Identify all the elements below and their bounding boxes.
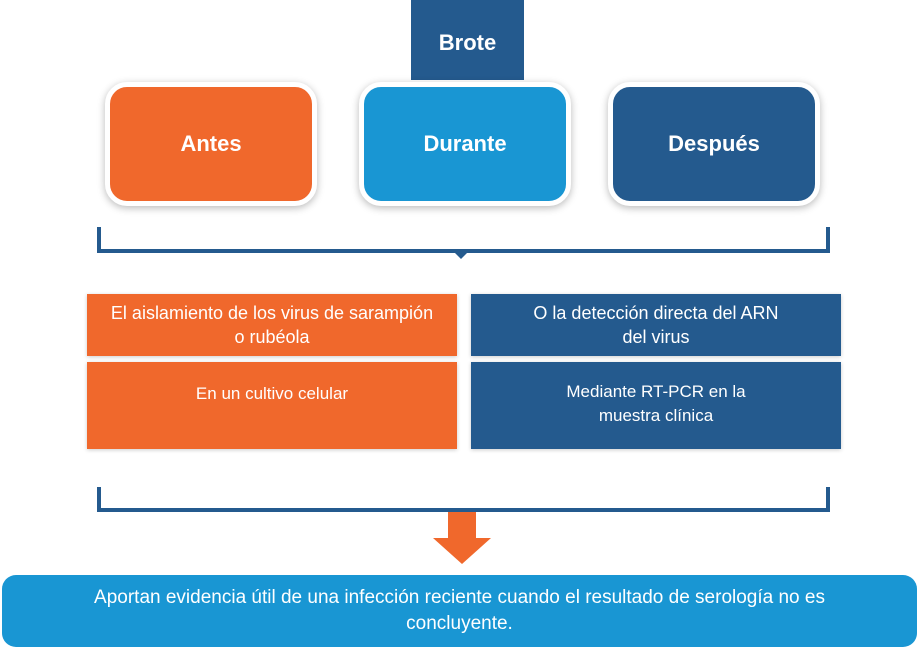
phase-despues-label: Después	[668, 131, 760, 156]
method-isolation-title-text: El aislamiento de los virus de sarampión…	[110, 303, 434, 347]
method-rna-detail: Mediante RT-PCR en la muestra clínica	[471, 362, 841, 449]
brote-label: Brote	[438, 30, 497, 55]
conclusion-text: Aportan evidencia útil de una infección …	[94, 587, 825, 634]
brote-header: Brote	[411, 0, 524, 80]
phase-antes-label: Antes	[180, 131, 242, 156]
top-bracket-pointer	[453, 251, 469, 259]
conclusion-box: Aportan evidencia útil de una infección …	[2, 575, 917, 647]
phase-durante-label: Durante	[423, 131, 507, 156]
phase-despues: Después	[608, 82, 820, 206]
top-bracket	[97, 227, 830, 253]
method-rna-detail-text: Mediante RT-PCR en la muestra clínica	[566, 382, 746, 425]
method-rna-title-text: O la detección directa del ARN del virus	[533, 303, 779, 347]
down-arrow-icon	[433, 512, 491, 564]
method-isolation-detail: En un cultivo celular	[87, 362, 457, 449]
bottom-bracket	[97, 487, 830, 512]
phase-antes: Antes	[105, 82, 317, 206]
method-rna-title: O la detección directa del ARN del virus	[471, 294, 841, 356]
method-isolation-detail-text: En un cultivo celular	[195, 384, 349, 403]
method-isolation-title: El aislamiento de los virus de sarampión…	[87, 294, 457, 356]
phase-durante: Durante	[359, 82, 571, 206]
